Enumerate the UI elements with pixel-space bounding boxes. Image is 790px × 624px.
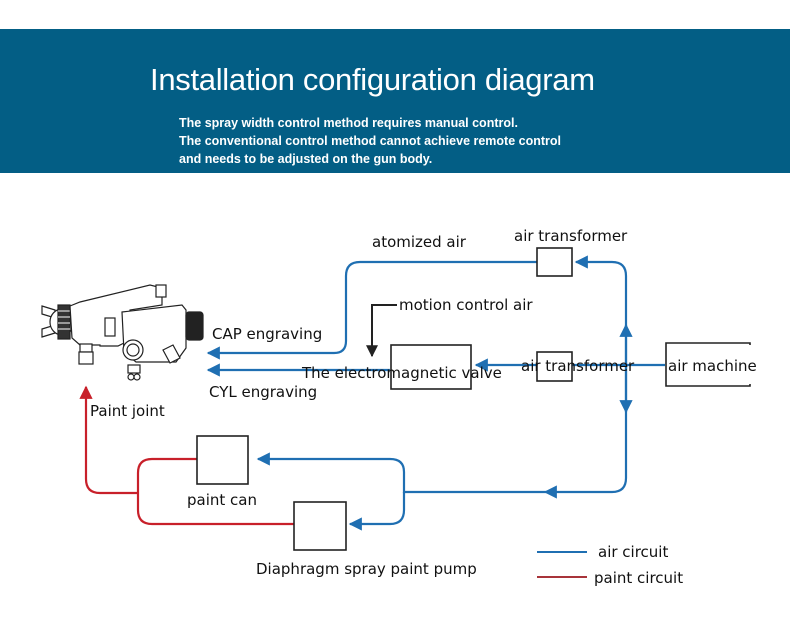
description-line: and needs to be adjusted on the gun body… [179,152,433,166]
air-to-paint-can [256,452,545,494]
paint-can-label: paint can [187,491,257,509]
description-line: The spray width control method requires … [179,116,518,130]
diaphragm-pump-label: Diaphragm spray paint pump [256,560,477,578]
description-line: The conventional control method cannot a… [179,134,562,148]
paint-can-box [196,435,249,485]
air-machine-box [665,342,751,387]
electromagnetic-valve-label: The electromagnetic valve [301,364,502,382]
legend-air-label: air circuit [598,543,668,561]
atomized-air-label: atomized air [372,233,467,251]
cap-engraving-label: CAP engraving [212,325,322,343]
legend: air circuit paint circuit [537,543,683,587]
header-description: The spray width control method requires … [179,114,561,168]
motion-control-air-label: motion control air [399,296,533,314]
diaphragm-pump-box [293,501,347,551]
paint-circuit-lines [79,385,294,526]
legend-paint-label: paint circuit [594,569,683,587]
air-machine-label: air machine [668,357,757,375]
motion-control-line [366,304,397,358]
air-transformer-mid-box [536,351,573,382]
paint-joint-label: Paint joint [90,402,165,420]
air-transformer-mid-label: air transformer [521,357,635,375]
cyl-engraving-label: CYL engraving [209,383,317,401]
paint-joint-line [79,385,138,495]
air-trunk-down [543,365,628,499]
page-title: Installation configuration diagram [150,62,595,97]
spray-gun-icon [41,284,204,381]
air-transformer-top-box [536,247,573,277]
air-transformer-top-label: air transformer [514,227,628,245]
paint-can-line [136,457,294,526]
air-to-pump [348,492,406,531]
atomized-air-line [206,260,537,360]
electromagnetic-valve-box [390,344,472,390]
header-banner [0,29,790,173]
air-trunk [574,255,628,365]
air-circuit-lines [206,255,665,531]
